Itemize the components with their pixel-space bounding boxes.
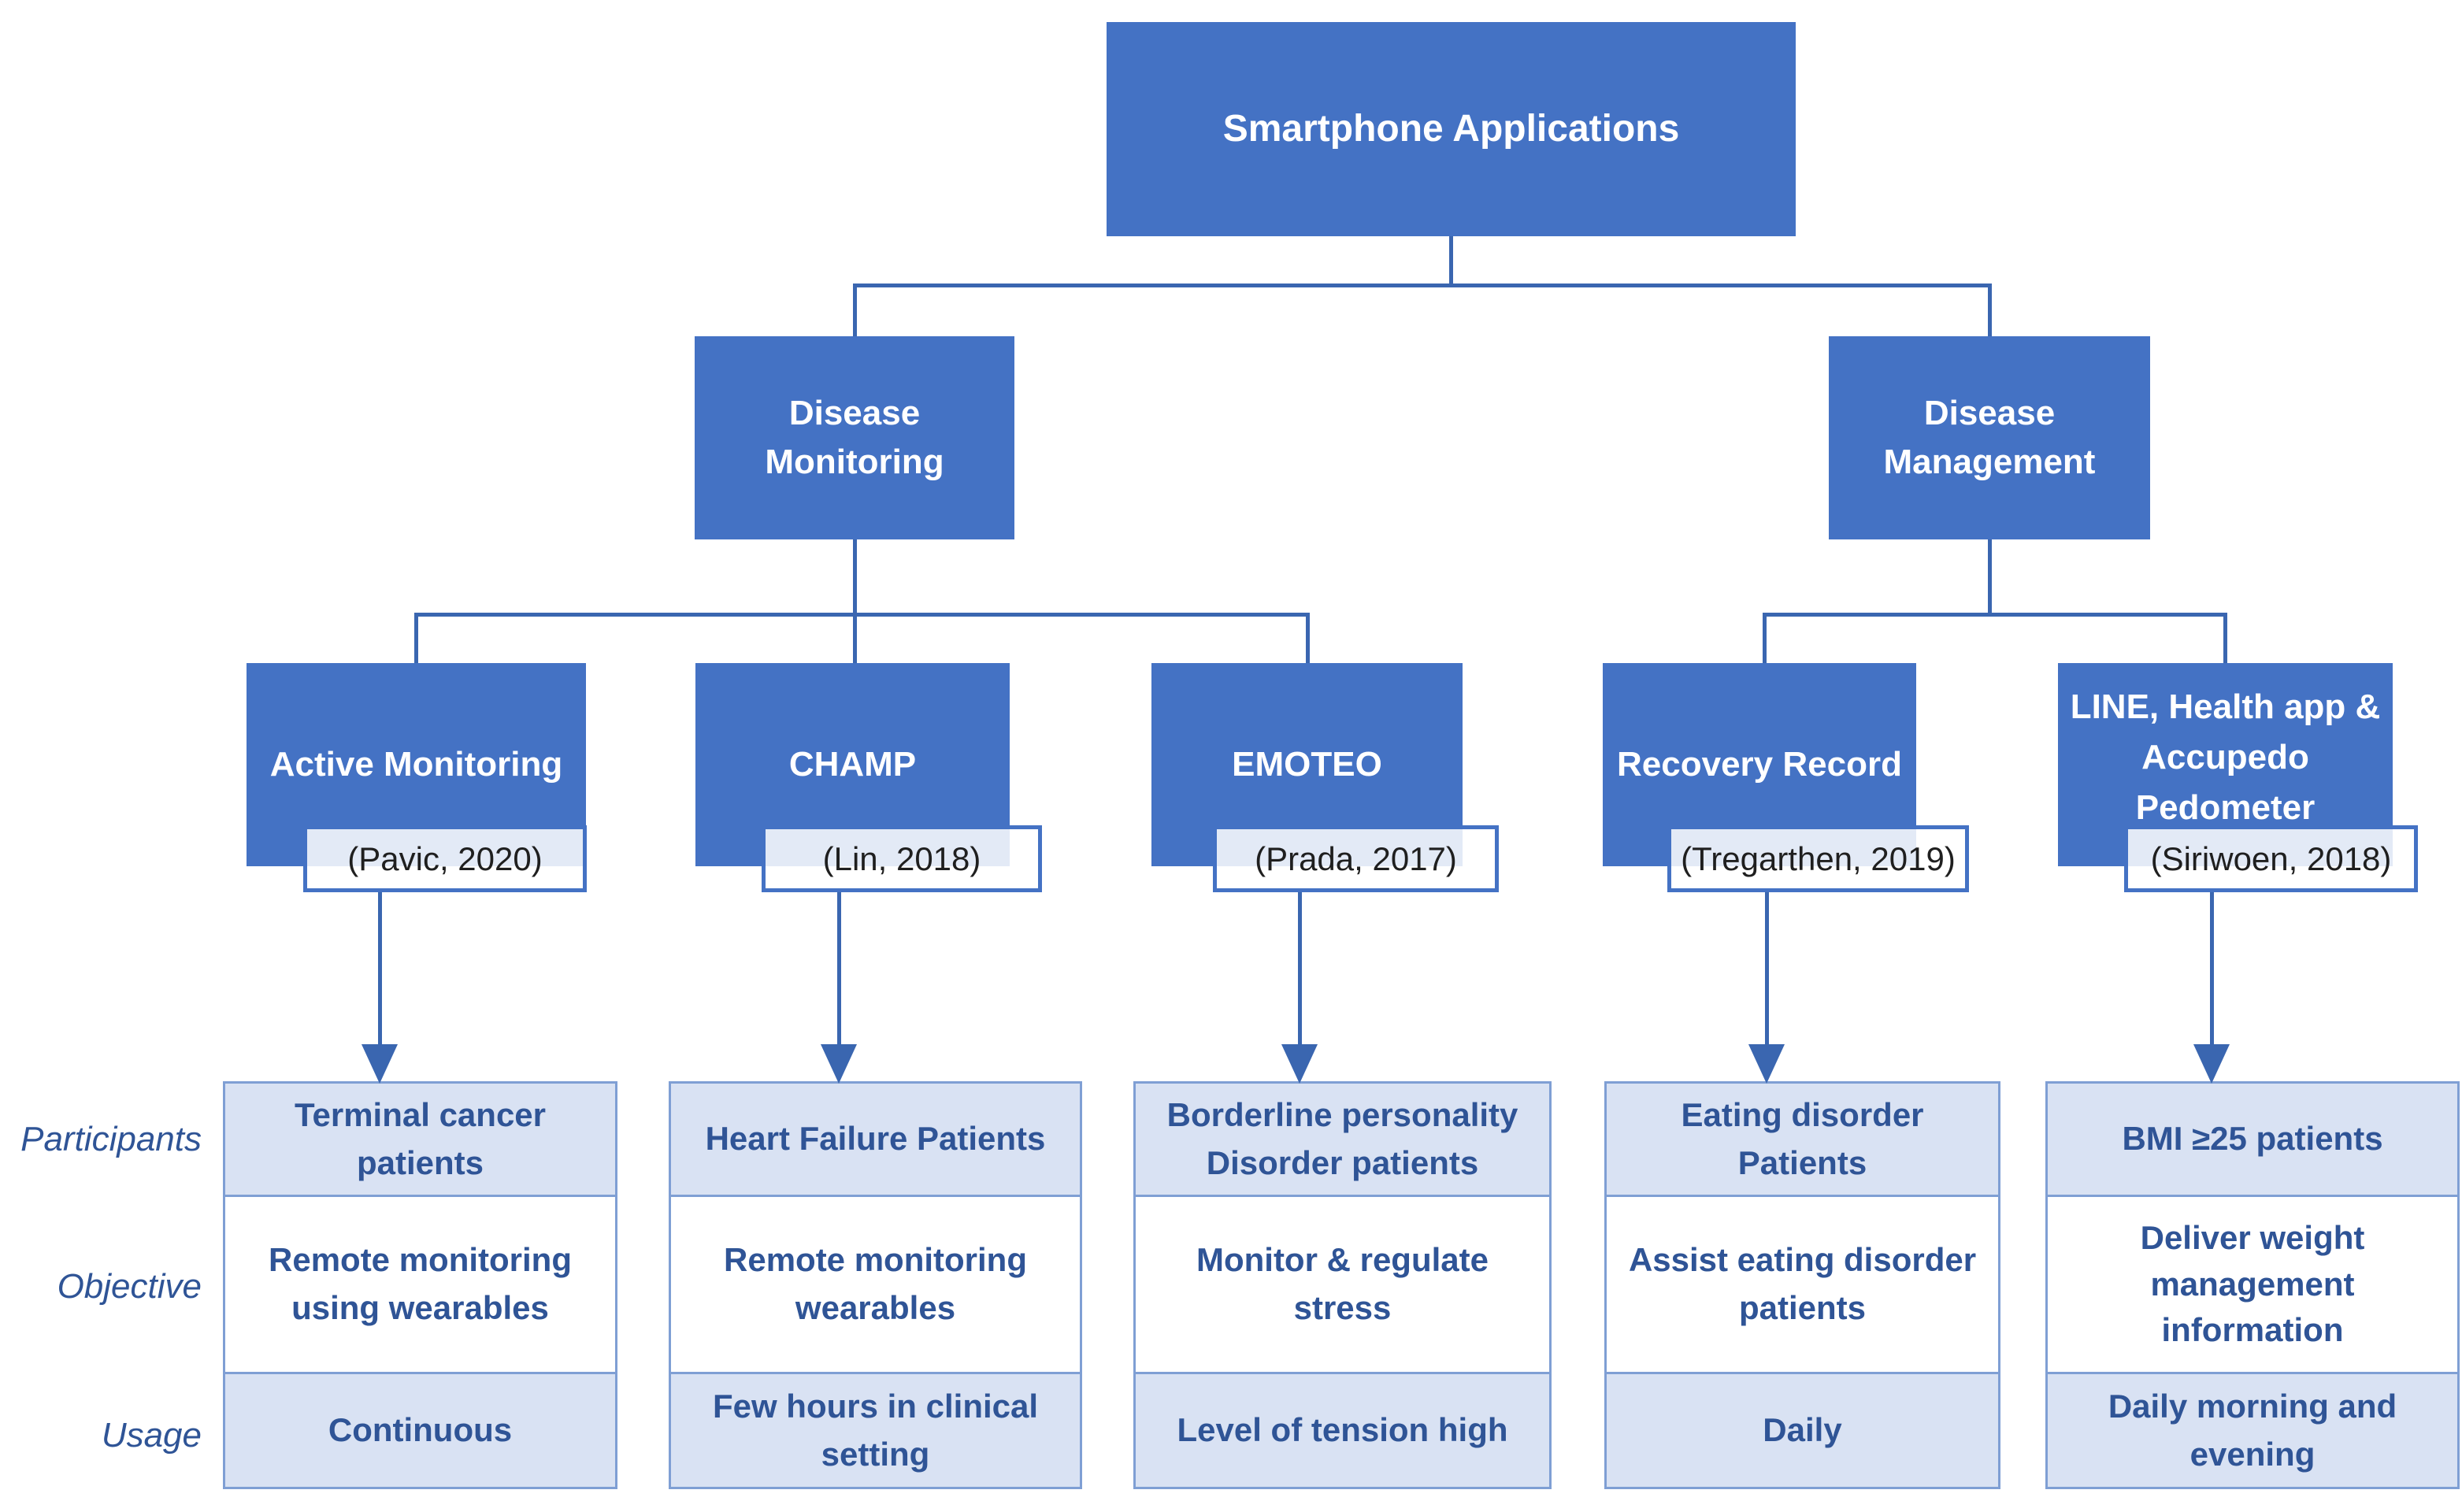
branch-label: Disease Monitoring <box>765 393 944 481</box>
citation-label-prada: (Prada, 2017) <box>1213 825 1499 892</box>
table-column-line-health-accupedo: BMI ≥25 patients Deliver weight manageme… <box>2045 1081 2460 1489</box>
citation-text: (Pavic, 2020) <box>347 839 543 877</box>
cell-text: Continuous <box>328 1411 513 1449</box>
connector-line <box>414 613 418 663</box>
connector-line <box>853 539 857 615</box>
participants-cell: Terminal cancer patients <box>223 1081 617 1197</box>
cell-text: Remote monitoring using wearables <box>269 1241 572 1326</box>
app-box-recovery-record: Recovery Record <box>1603 663 1916 866</box>
cell-text: Monitor & regulate stress <box>1196 1241 1489 1326</box>
citation-label-pavic: (Pavic, 2020) <box>303 825 587 892</box>
down-arrow-head <box>2193 1044 2230 1084</box>
citation-label-tregarthen: (Tregarthen, 2019) <box>1667 825 1969 892</box>
usage-cell: Few hours in clinical setting <box>669 1372 1082 1489</box>
cell-text: BMI ≥25 patients <box>2122 1120 2383 1158</box>
objective-cell: Remote monitoring using wearables <box>223 1195 617 1374</box>
citation-text: (Tregarthen, 2019) <box>1681 839 1956 877</box>
cell-text: Daily <box>1763 1411 1842 1449</box>
participants-cell: BMI ≥25 patients <box>2045 1081 2460 1197</box>
citation-label-siriwoen: (Siriwoen, 2018) <box>2124 825 2418 892</box>
usage-cell: Daily morning and evening <box>2045 1372 2460 1489</box>
down-arrow-head <box>1281 1044 1318 1084</box>
connector-line <box>1306 613 1310 663</box>
cell-text: Level of tension high <box>1177 1411 1508 1449</box>
down-arrow-head <box>362 1044 398 1084</box>
app-label: CHAMP <box>788 744 917 784</box>
participants-cell: Heart Failure Patients <box>669 1081 1082 1197</box>
row-label-participants: Participants <box>0 1081 206 1197</box>
down-arrow-shaft <box>2210 892 2214 1047</box>
participants-cell: Borderline personality Disorder patients <box>1133 1081 1552 1197</box>
row-label-objective: Objective <box>0 1197 206 1377</box>
table-column-champ: Heart Failure Patients Remote monitoring… <box>669 1081 1082 1489</box>
cell-text: Daily morning and evening <box>2108 1387 2397 1473</box>
objective-cell: Monitor & regulate stress <box>1133 1195 1552 1374</box>
root-box-label: Smartphone Applications <box>1222 107 1680 150</box>
row-label-text: Participants <box>20 1119 202 1158</box>
cell-text: Deliver weight management information <box>2140 1218 2365 1349</box>
down-arrow-head <box>1748 1044 1785 1084</box>
connector-line <box>1763 613 1767 663</box>
usage-cell: Continuous <box>223 1372 617 1489</box>
connector-line <box>2223 613 2227 663</box>
participants-cell: Eating disorder Patients <box>1604 1081 2000 1197</box>
citation-text: (Lin, 2018) <box>822 839 981 877</box>
usage-cell: Level of tension high <box>1133 1372 1552 1489</box>
app-label: Recovery Record <box>1617 744 1902 784</box>
root-box-smartphone-applications: Smartphone Applications <box>1107 22 1796 236</box>
table-column-active-monitoring: Terminal cancer patients Remote monitori… <box>223 1081 617 1489</box>
table-column-emoteo: Borderline personality Disorder patients… <box>1133 1081 1552 1489</box>
cell-text: Assist eating disorder patients <box>1628 1241 1977 1326</box>
connector-line <box>414 613 1310 617</box>
connector-line <box>1988 539 1992 615</box>
connector-line <box>1988 284 1992 336</box>
row-label-usage: Usage <box>0 1377 206 1494</box>
objective-cell: Assist eating disorder patients <box>1604 1195 2000 1374</box>
table-column-recovery-record: Eating disorder Patients Assist eating d… <box>1604 1081 2000 1489</box>
connector-line <box>853 284 1989 287</box>
row-label-text: Objective <box>57 1267 202 1306</box>
connector-line <box>1449 236 1453 286</box>
citation-label-lin: (Lin, 2018) <box>762 825 1042 892</box>
connector-line <box>1763 613 2227 617</box>
usage-cell: Daily <box>1604 1372 2000 1489</box>
cell-text: Borderline personality Disorder patients <box>1166 1095 1518 1181</box>
down-arrow-shaft <box>378 892 382 1047</box>
down-arrow-shaft <box>837 892 841 1047</box>
objective-cell: Remote monitoring wearables <box>669 1195 1082 1374</box>
cell-text: Few hours in clinical setting <box>712 1387 1039 1473</box>
down-arrow-head <box>821 1044 857 1084</box>
cell-text: Terminal cancer patients <box>294 1095 547 1181</box>
app-label: Active Monitoring <box>269 744 563 784</box>
branch-box-disease-monitoring: Disease Monitoring <box>695 336 1014 539</box>
app-label: EMOTEO <box>1232 744 1382 784</box>
branch-box-disease-management: Disease Management <box>1829 336 2150 539</box>
cell-text: Heart Failure Patients <box>705 1120 1046 1158</box>
down-arrow-shaft <box>1765 892 1769 1047</box>
objective-cell: Deliver weight management information <box>2045 1195 2460 1374</box>
connector-line <box>853 613 857 663</box>
down-arrow-shaft <box>1298 892 1302 1047</box>
citation-text: (Prada, 2017) <box>1255 839 1457 877</box>
app-label: LINE, Health app & Accupedo Pedometer <box>2070 687 2381 827</box>
row-label-text: Usage <box>101 1415 202 1455</box>
cell-text: Remote monitoring wearables <box>724 1241 1027 1326</box>
connector-line <box>853 284 857 336</box>
cell-text: Eating disorder Patients <box>1681 1095 1924 1181</box>
citation-text: (Siriwoen, 2018) <box>2150 839 2392 877</box>
branch-label: Disease Management <box>1883 393 2096 481</box>
